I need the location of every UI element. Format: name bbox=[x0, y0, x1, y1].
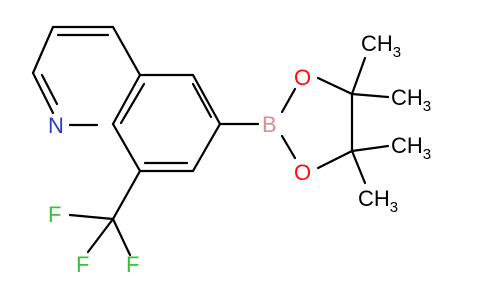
fluorine-atom-label: F bbox=[126, 252, 139, 277]
methyl-main: CH bbox=[391, 85, 423, 110]
fluorine-atom-label: F bbox=[76, 252, 89, 277]
oxygen-atom-label: O bbox=[294, 65, 311, 90]
bond bbox=[350, 149, 367, 185]
bond bbox=[111, 73, 142, 126]
bond bbox=[191, 82, 213, 119]
bond bbox=[316, 149, 354, 170]
bond bbox=[280, 134, 297, 160]
bond bbox=[111, 217, 132, 257]
bond bbox=[316, 76, 354, 96]
bond bbox=[191, 122, 222, 173]
methyl-subscript: 3 bbox=[393, 44, 401, 61]
bond bbox=[111, 169, 142, 221]
bond bbox=[350, 56, 367, 96]
boron-atom-label: B bbox=[262, 112, 277, 137]
oxygen-atom-label: O bbox=[294, 160, 311, 185]
bond bbox=[40, 73, 59, 106]
bond bbox=[280, 87, 297, 114]
bond bbox=[31, 71, 55, 115]
methyl-subscript: 3 bbox=[390, 199, 398, 216]
methyl-label: CH3 bbox=[391, 85, 431, 115]
bond bbox=[350, 144, 390, 153]
nitrogen-atom-label: N bbox=[48, 113, 64, 138]
bond bbox=[350, 92, 390, 99]
bond bbox=[31, 25, 55, 75]
bond bbox=[119, 82, 146, 125]
methyl-main: CH bbox=[361, 31, 393, 56]
bond bbox=[68, 213, 115, 221]
methyl-subscript: 3 bbox=[423, 146, 431, 163]
methyl-label: CH3 bbox=[361, 31, 401, 61]
methyl-main: CH bbox=[358, 186, 390, 211]
methyl-label: CH3 bbox=[358, 186, 398, 216]
methyl-subscript: 3 bbox=[423, 98, 431, 115]
bond bbox=[191, 73, 222, 126]
bond bbox=[111, 122, 142, 173]
fluorine-atom-label: F bbox=[48, 202, 61, 227]
methyl-main: CH bbox=[391, 133, 423, 158]
bond bbox=[111, 25, 142, 77]
methyl-label: CH3 bbox=[391, 133, 431, 163]
bond bbox=[86, 217, 115, 254]
